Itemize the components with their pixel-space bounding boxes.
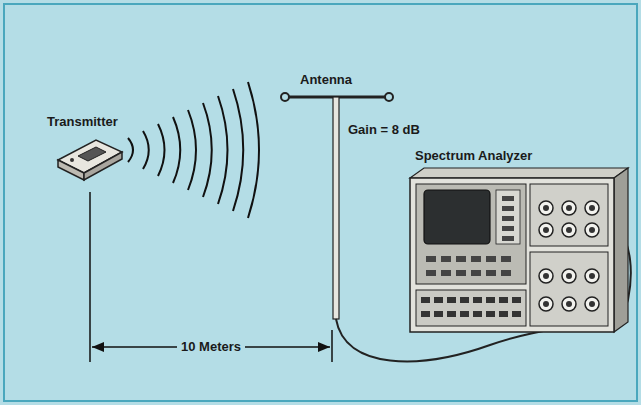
key — [486, 256, 496, 262]
device-label: Transmitter — [47, 114, 118, 130]
key — [501, 256, 511, 262]
knob-center — [543, 273, 549, 279]
knob-center — [589, 301, 595, 307]
dimension-arrowhead — [92, 342, 104, 352]
key — [502, 216, 514, 221]
knob — [539, 201, 553, 215]
key — [456, 270, 466, 276]
knob-center — [566, 205, 572, 211]
key — [473, 311, 482, 317]
key — [471, 270, 481, 276]
wave-arc — [128, 138, 133, 162]
dimension-arrowhead — [318, 342, 330, 352]
knob-center — [566, 301, 572, 307]
knob — [585, 269, 599, 283]
dimension-lines — [90, 192, 332, 362]
knob-center — [589, 273, 595, 279]
gain-label: Gain = 8 dB — [348, 122, 420, 138]
knob — [585, 297, 599, 311]
transmitter-device — [58, 140, 122, 180]
key — [499, 297, 508, 303]
device-label: Antenna — [300, 72, 352, 88]
knob-center — [543, 227, 549, 233]
knob-center — [589, 227, 595, 233]
key — [486, 297, 495, 303]
knob-center — [543, 205, 549, 211]
knob-center — [566, 227, 572, 233]
wave-arc — [233, 89, 243, 211]
key — [502, 196, 514, 201]
wave-arc — [188, 110, 196, 190]
knob — [562, 297, 576, 311]
radio-waves — [128, 82, 259, 218]
key — [499, 311, 508, 317]
key — [434, 311, 443, 317]
wave-arc — [143, 131, 149, 169]
knob — [585, 201, 599, 215]
key — [460, 297, 469, 303]
key — [460, 311, 469, 317]
key — [486, 270, 496, 276]
knob-center — [589, 205, 595, 211]
key — [421, 311, 430, 317]
knob — [562, 201, 576, 215]
key — [471, 256, 481, 262]
wave-arc — [158, 124, 165, 176]
key — [502, 226, 514, 231]
key — [456, 256, 466, 262]
spectrum-analyzer-symbol — [410, 168, 628, 332]
wave-arc — [173, 117, 180, 183]
key — [441, 256, 451, 262]
key — [512, 297, 521, 303]
key — [421, 297, 430, 303]
knob — [562, 269, 576, 283]
frame — [4, 4, 637, 401]
key — [501, 270, 511, 276]
knob — [539, 269, 553, 283]
dimension-label: 10 Meters — [177, 339, 245, 355]
key — [434, 297, 443, 303]
key — [447, 297, 456, 303]
key — [473, 297, 482, 303]
wave-arc — [203, 103, 212, 197]
key — [486, 311, 495, 317]
key — [502, 206, 514, 211]
knob — [539, 223, 553, 237]
key — [426, 270, 436, 276]
device-label: Spectrum Analyzer — [415, 148, 532, 164]
wave-arc — [218, 96, 228, 204]
knob — [539, 297, 553, 311]
key — [502, 236, 514, 241]
knob-center — [543, 301, 549, 307]
knob — [585, 223, 599, 237]
key — [426, 256, 436, 262]
wave-arc — [248, 82, 259, 218]
knob — [562, 223, 576, 237]
knob-center — [566, 273, 572, 279]
key — [447, 311, 456, 317]
key — [441, 270, 451, 276]
key — [512, 311, 521, 317]
